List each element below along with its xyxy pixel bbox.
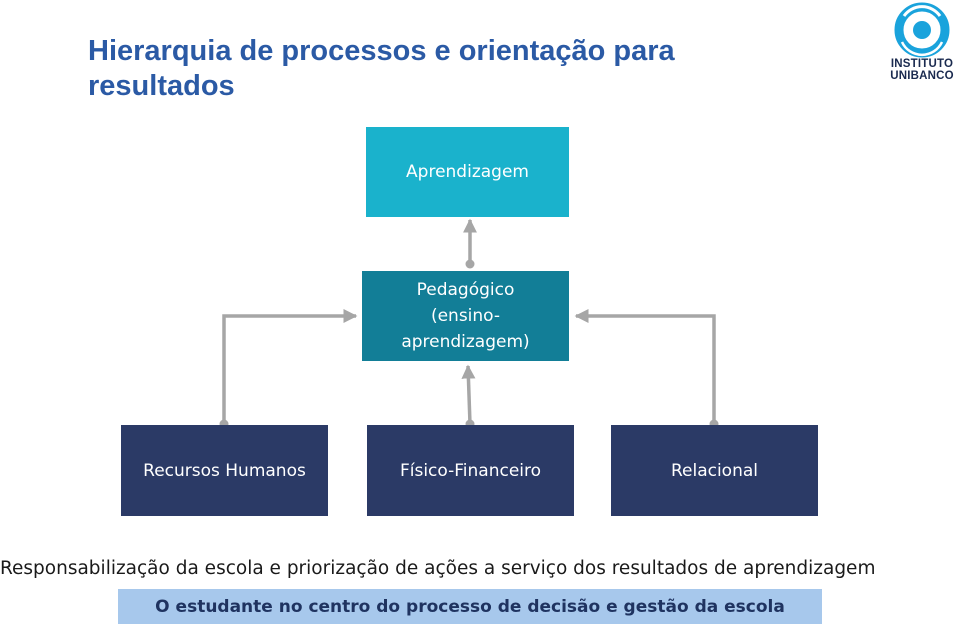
connector-rel-to-middle bbox=[574, 309, 716, 424]
node-pedagogico: Pedagógico (ensino- aprendizagem) bbox=[362, 271, 569, 361]
connector-dot-middle bbox=[465, 259, 475, 269]
node-relacional-label: Relacional bbox=[670, 460, 759, 481]
node-fisico-financeiro: Físico-Financeiro bbox=[367, 425, 574, 516]
node-aprendizagem: Aprendizagem bbox=[366, 127, 569, 217]
student-center-banner-text: O estudante no centro do processo de dec… bbox=[155, 596, 785, 617]
logo-text-line1: INSTITUTO bbox=[890, 58, 954, 70]
logo-text-line2: UNIBANCO bbox=[890, 70, 954, 82]
node-aprendizagem-label: Aprendizagem bbox=[406, 162, 529, 182]
node-pedagogico-label: Pedagógico (ensino- aprendizagem) bbox=[401, 280, 530, 352]
connector-ff-to-middle bbox=[461, 364, 476, 425]
instituto-unibanco-logo: INSTITUTO UNIBANCO bbox=[884, 2, 960, 82]
responsibility-caption: Responsabilização da escola e priorizaçã… bbox=[0, 558, 876, 579]
page-title: Hierarquia de processos e orientação par… bbox=[88, 35, 675, 102]
node-recursos-humanos-label: Recursos Humanos bbox=[143, 460, 306, 481]
student-center-banner: O estudante no centro do processo de dec… bbox=[118, 589, 822, 624]
node-fisico-financeiro-label: Físico-Financeiro bbox=[399, 460, 542, 481]
node-recursos-humanos: Recursos Humanos bbox=[121, 425, 328, 516]
node-relacional: Relacional bbox=[611, 425, 818, 516]
connector-rh-to-middle bbox=[222, 309, 358, 424]
logo-ring-icon bbox=[894, 2, 950, 58]
